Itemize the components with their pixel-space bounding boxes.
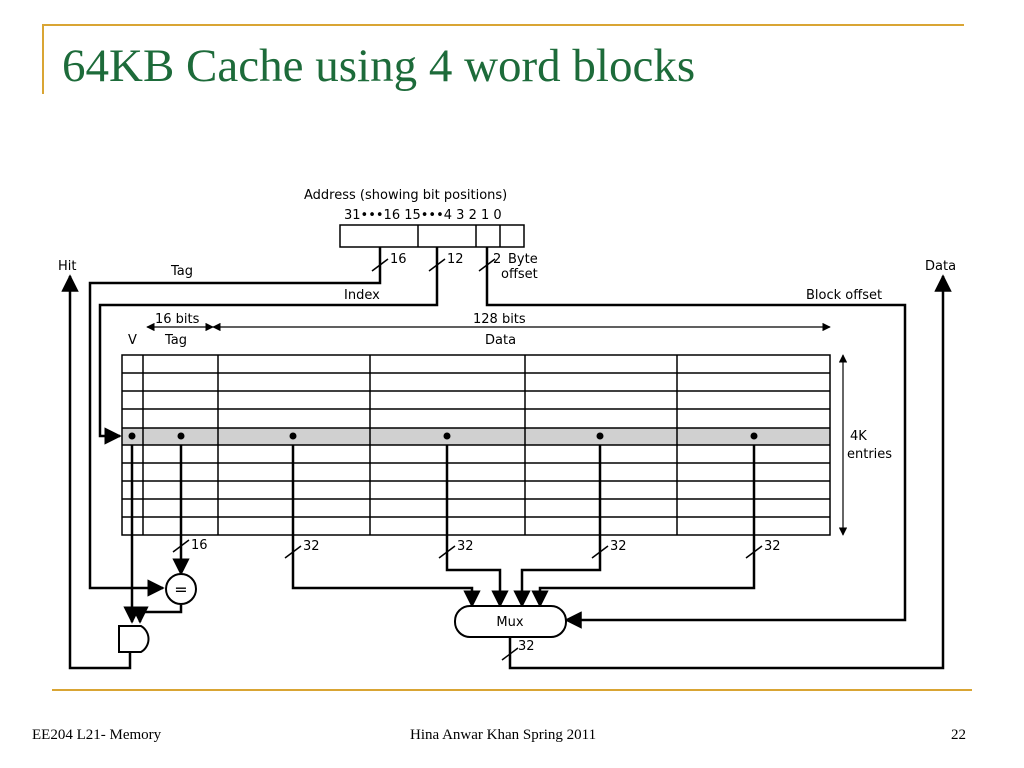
word3-wire xyxy=(531,436,756,608)
word2-width: 32 xyxy=(610,539,627,554)
entries-label: 4K xyxy=(850,429,867,444)
word0-width: 32 xyxy=(303,539,320,554)
tag-width-label: 16 xyxy=(390,252,407,267)
address-register xyxy=(339,224,525,248)
footer-author: Hina Anwar Khan Spring 2011 xyxy=(410,727,597,743)
tag-compare-width: 16 xyxy=(191,538,208,553)
block-offset-wire xyxy=(485,247,907,629)
selected-row xyxy=(122,428,830,445)
tag-bits-label: 16 bits xyxy=(155,312,200,327)
comparator xyxy=(165,573,197,605)
hit-wire xyxy=(61,274,132,670)
data-wire xyxy=(508,274,952,670)
data-label: Data xyxy=(925,259,956,274)
cache-table xyxy=(121,354,831,536)
data-col-label: Data xyxy=(485,333,516,348)
word0-wire xyxy=(291,436,481,608)
word2-wire xyxy=(513,436,602,608)
bit-positions: 31•••16 15•••4 3 2 1 0 xyxy=(344,208,502,223)
tag-col-label: Tag xyxy=(164,333,187,348)
word1-width: 32 xyxy=(457,539,474,554)
footer-page-number: 22 xyxy=(951,727,966,743)
index-wire xyxy=(98,247,439,445)
hit-label: Hit xyxy=(58,259,76,274)
tag-wire xyxy=(88,247,382,597)
mux-output-width: 32 xyxy=(518,639,535,654)
compare-wire xyxy=(131,605,183,624)
byte-offset-label: Byte xyxy=(508,252,538,267)
top-rule xyxy=(42,24,964,26)
mux-label: Mux xyxy=(496,615,523,630)
v-col-label: V xyxy=(128,333,137,348)
byte-width-label: 2 xyxy=(493,252,501,267)
word1-wire xyxy=(445,436,509,608)
and-gate xyxy=(118,625,150,653)
entries-label-2: entries xyxy=(847,447,892,462)
mux xyxy=(454,605,567,638)
left-rule xyxy=(42,24,44,94)
index-width-label: 12 xyxy=(447,252,464,267)
footer-rule xyxy=(52,689,972,691)
data-bits-label: 128 bits xyxy=(473,312,526,327)
slide-title: 64KB Cache using 4 word blocks xyxy=(62,40,696,92)
index-label: Index xyxy=(344,288,380,303)
footer-course: EE204 L21- Memory xyxy=(32,727,162,743)
tag-label: Tag xyxy=(170,264,193,279)
byte-offset-label-2: offset xyxy=(501,267,538,282)
word3-width: 32 xyxy=(764,539,781,554)
block-offset-label: Block offset xyxy=(806,288,882,303)
comparator-label: = xyxy=(174,580,187,599)
address-label: Address (showing bit positions) xyxy=(304,188,507,203)
